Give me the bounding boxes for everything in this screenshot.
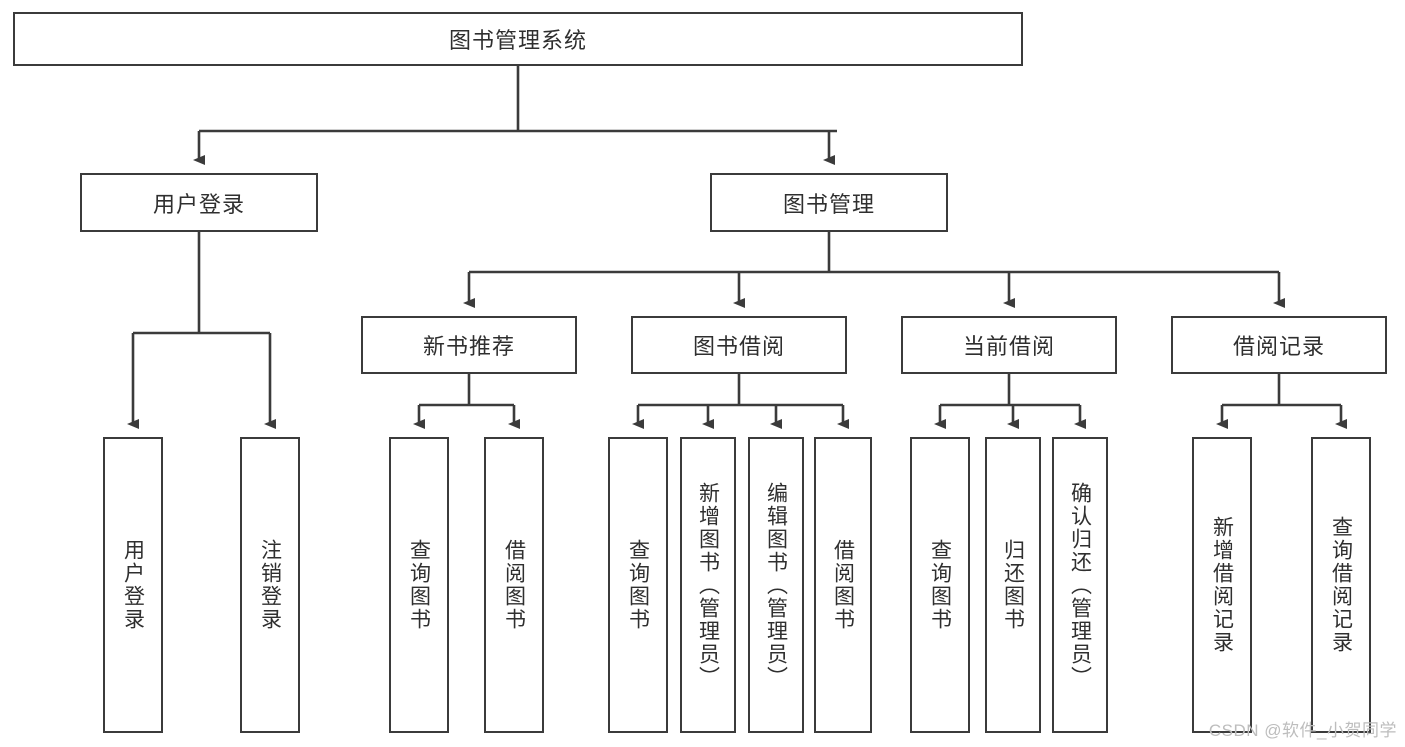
leaf-query-book-borrow[interactable]: 查询图书 [608, 437, 668, 733]
node-label: 图书管理系统 [448, 28, 587, 53]
node-label: 查询图书 [407, 539, 431, 631]
leaf-query-book-current[interactable]: 查询图书 [910, 437, 970, 733]
node-label: 编辑图书（管理员） [764, 481, 788, 689]
node-label: 图书借阅 [692, 334, 785, 359]
node-book-borrow[interactable]: 图书借阅 [631, 316, 847, 374]
leaf-query-borrow-record[interactable]: 查询借阅记录 [1311, 437, 1371, 733]
node-label: 查询图书 [626, 539, 650, 631]
leaf-return-book[interactable]: 归还图书 [985, 437, 1041, 733]
leaf-add-book-admin[interactable]: 新增图书（管理员） [680, 437, 736, 733]
node-borrow-record[interactable]: 借阅记录 [1171, 316, 1387, 374]
node-label: 借阅图书 [831, 539, 855, 631]
leaf-query-book-rec[interactable]: 查询图书 [389, 437, 449, 733]
node-user-login[interactable]: 用户登录 [80, 173, 318, 232]
node-label: 图书管理 [782, 191, 875, 217]
node-label: 新增借阅记录 [1210, 516, 1234, 654]
node-label: 归还图书 [1001, 539, 1025, 631]
node-label: 新增图书（管理员） [696, 481, 720, 689]
node-new-book-recommend[interactable]: 新书推荐 [361, 316, 577, 374]
leaf-logout[interactable]: 注销登录 [240, 437, 300, 733]
leaf-borrow-book[interactable]: 借阅图书 [814, 437, 872, 733]
node-label: 查询图书 [928, 539, 952, 631]
node-label: 当前借阅 [962, 334, 1055, 359]
node-label: 查询借阅记录 [1329, 516, 1353, 654]
node-label: 确认归还（管理员） [1068, 481, 1092, 689]
watermark: CSDN @软件_小贺同学 [1208, 721, 1397, 740]
node-label: 用户登录 [121, 539, 145, 631]
node-current-borrow[interactable]: 当前借阅 [901, 316, 1117, 374]
leaf-borrow-book-rec[interactable]: 借阅图书 [484, 437, 544, 733]
node-label: 新书推荐 [422, 334, 515, 359]
node-label: 借阅图书 [502, 539, 526, 631]
node-book-management[interactable]: 图书管理 [710, 173, 948, 232]
node-label: 借阅记录 [1232, 334, 1325, 359]
node-label: 注销登录 [258, 539, 282, 631]
leaf-confirm-return-admin[interactable]: 确认归还（管理员） [1052, 437, 1108, 733]
node-label: 用户登录 [152, 191, 245, 217]
leaf-edit-book-admin[interactable]: 编辑图书（管理员） [748, 437, 804, 733]
leaf-user-login[interactable]: 用户登录 [103, 437, 163, 733]
node-root[interactable]: 图书管理系统 [13, 12, 1023, 66]
leaf-add-borrow-record[interactable]: 新增借阅记录 [1192, 437, 1252, 733]
